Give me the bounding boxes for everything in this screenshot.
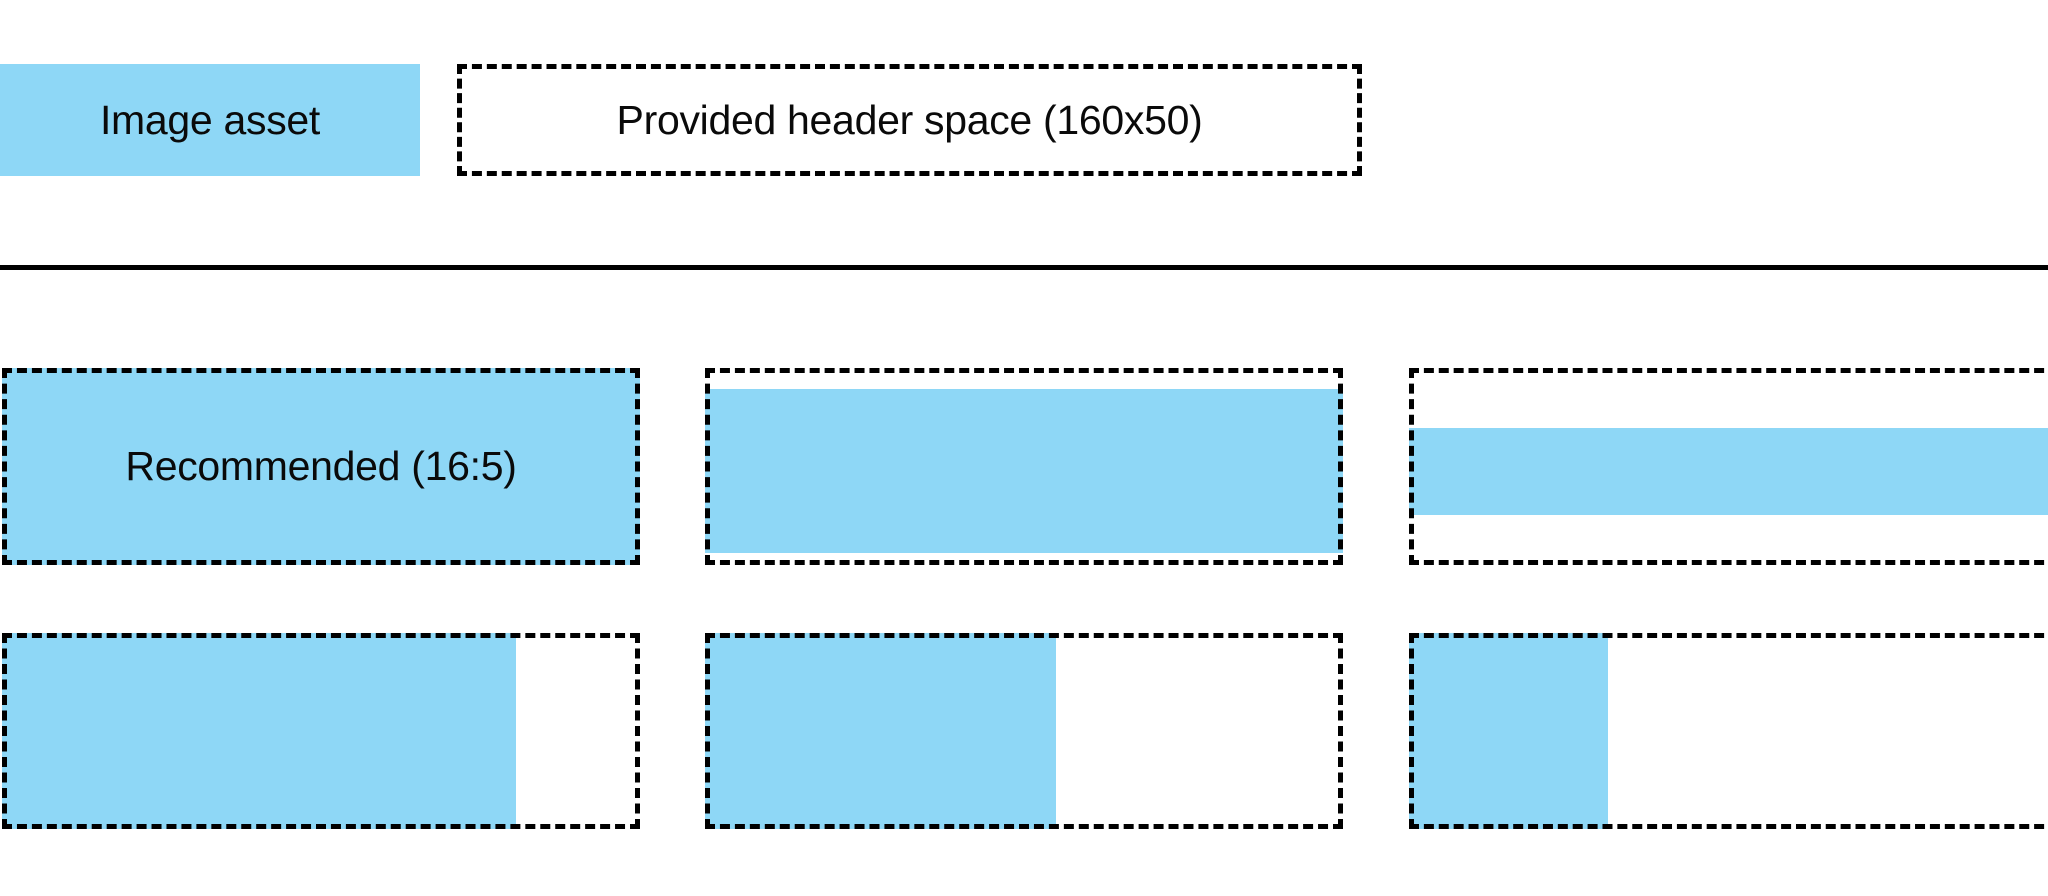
example-recommended-aspect: Recommended (16:5) — [2, 368, 640, 565]
example-wider-extreme-letterbox — [1409, 368, 2048, 565]
example-narrower-medium-pillarbox — [705, 633, 1343, 829]
image-asset-fill — [2, 368, 640, 565]
image-asset-fill — [705, 389, 1343, 553]
recommended-aspect-label: Recommended (16:5) — [125, 443, 517, 489]
image-asset-legend-label: Image asset — [99, 96, 321, 143]
example-narrower-slight-pillarbox — [2, 633, 640, 829]
example-narrower-extreme-pillarbox — [1409, 633, 2048, 829]
example-wider-slight-letterbox — [705, 368, 1343, 565]
image-asset-fill — [2, 633, 516, 829]
image-asset-fill — [1409, 427, 2048, 515]
provided-header-space-label: Provided header space (160x50) — [616, 96, 1203, 143]
image-asset-fill — [1409, 633, 1608, 829]
image-asset-legend-chip: Image asset — [0, 64, 420, 176]
image-asset-fill — [705, 633, 1056, 829]
section-divider-line — [0, 265, 2048, 270]
provided-header-space-box: Provided header space (160x50) — [457, 64, 1362, 176]
